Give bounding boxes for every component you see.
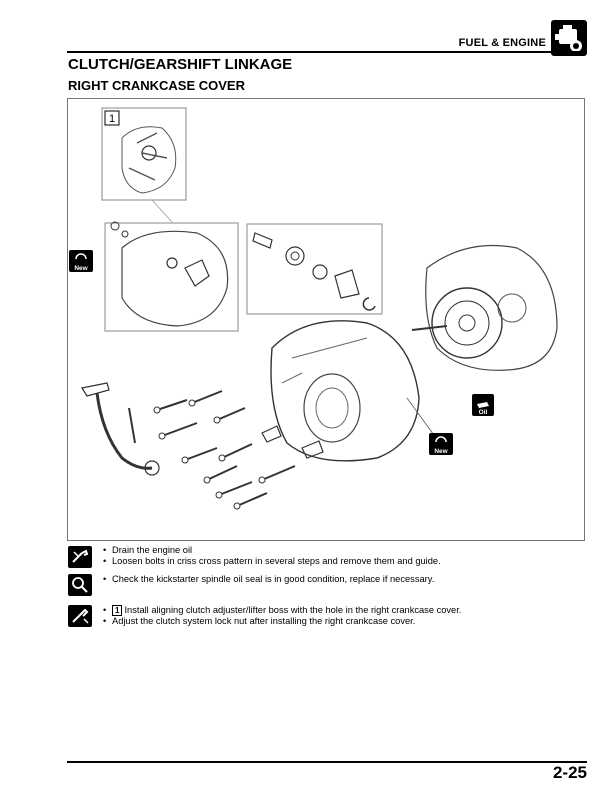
bolt-heads [153, 399, 266, 510]
page-title: CLUTCH/GEARSHIFT LINKAGE [68, 56, 293, 73]
detail-inset: 1 [101, 107, 187, 201]
diagram-frame [67, 98, 585, 541]
engine-crankcase [411, 245, 558, 371]
svg-text:New: New [434, 448, 448, 455]
section-label: FUEL & ENGINE [458, 37, 546, 49]
instruction-line: •Adjust the clutch system lock nut after… [103, 616, 416, 626]
exploded-view-diagram: 1 [69, 107, 558, 510]
dowel-pin [261, 425, 282, 443]
header-rule [67, 51, 587, 53]
callout-label: 1 [109, 113, 115, 125]
installation-wrench-icon [68, 605, 92, 627]
new-gasket-badge: New [69, 250, 93, 272]
instruction-line: •Loosen bolts in criss cross pattern in … [103, 556, 441, 566]
svg-text:New: New [74, 265, 88, 272]
lifter-parts-inset [246, 223, 383, 315]
right-crankcase-cover [270, 320, 420, 462]
page-number: 2-25 [552, 763, 587, 782]
kickstarter-arm [81, 382, 160, 476]
engine-icon [551, 20, 587, 56]
cover-bolts [156, 390, 296, 507]
new-seal-badge: New [429, 433, 453, 455]
inspection-magnifier-icon [68, 574, 92, 596]
svg-text:Oil: Oil [479, 409, 488, 416]
footer-rule [67, 761, 587, 763]
removal-wrench-icon [68, 546, 92, 568]
instruction-line: •Check the kickstarter spindle oil seal … [103, 574, 435, 584]
dowel-pin [301, 440, 324, 459]
clutch-cover-inset [104, 221, 239, 332]
page-subtitle: RIGHT CRANKCASE COVER [68, 78, 245, 93]
instruction-line: •Drain the engine oil [103, 545, 193, 555]
oil-badge: Oil [472, 394, 494, 416]
callout-reference: 1 [112, 605, 123, 616]
